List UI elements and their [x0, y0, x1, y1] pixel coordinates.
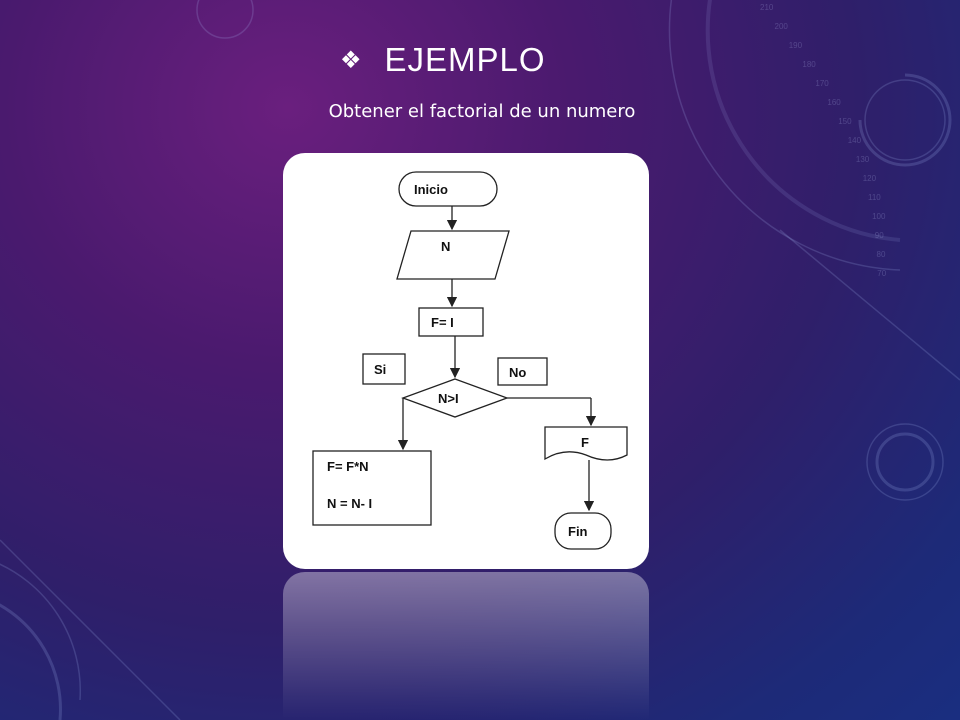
dial-label: 210 [760, 3, 774, 12]
init-text: F= I [431, 315, 454, 330]
no-text: No [509, 365, 526, 380]
init-process [418, 307, 484, 337]
yes-label-box [362, 353, 406, 385]
yes-text: Si [374, 362, 386, 377]
dial-label: 90 [875, 231, 884, 240]
dial-label: 180 [802, 60, 816, 69]
flowchart-reflection [283, 572, 649, 720]
dial-label: 100 [872, 212, 886, 221]
output-document [544, 426, 628, 461]
end-terminator [554, 512, 612, 550]
dial-label: 170 [815, 79, 829, 88]
process-line-1: F= F*N [327, 459, 369, 474]
dial-label: 140 [848, 136, 862, 145]
flowchart: Inicio N F= I Si No N>I F= F*N N = N- I … [312, 171, 628, 550]
diamond-bullet-icon: ❖ [340, 46, 363, 74]
start-text: Inicio [414, 182, 448, 197]
input-parallelogram [396, 230, 510, 280]
output-text: F [581, 435, 589, 450]
slide-title: EJEMPLO [384, 41, 546, 78]
dial-label: 110 [868, 193, 881, 202]
flowchart-card: Inicio N F= I Si No N>I F= F*N N = N- I … [283, 153, 649, 569]
input-text: N [441, 239, 450, 254]
end-text: Fin [568, 524, 588, 539]
slide-title-row: ❖ EJEMPLO [340, 38, 546, 82]
dial-label: 80 [877, 250, 886, 259]
loop-process [312, 450, 432, 526]
process-line-2: N = N- I [327, 496, 372, 511]
no-label-box [497, 357, 548, 386]
dial-label: 70 [877, 269, 886, 278]
dial-label: 190 [789, 41, 803, 50]
dial-label: 200 [775, 22, 789, 31]
dial-label: 120 [863, 174, 877, 183]
decision-text: N>I [438, 391, 459, 406]
slide-subtitle: Obtener el factorial de un numero [328, 101, 636, 122]
decision-diamond [401, 378, 509, 418]
bg-ring-top [196, 0, 254, 39]
start-terminator [398, 171, 498, 207]
dial-label: 130 [856, 155, 870, 164]
